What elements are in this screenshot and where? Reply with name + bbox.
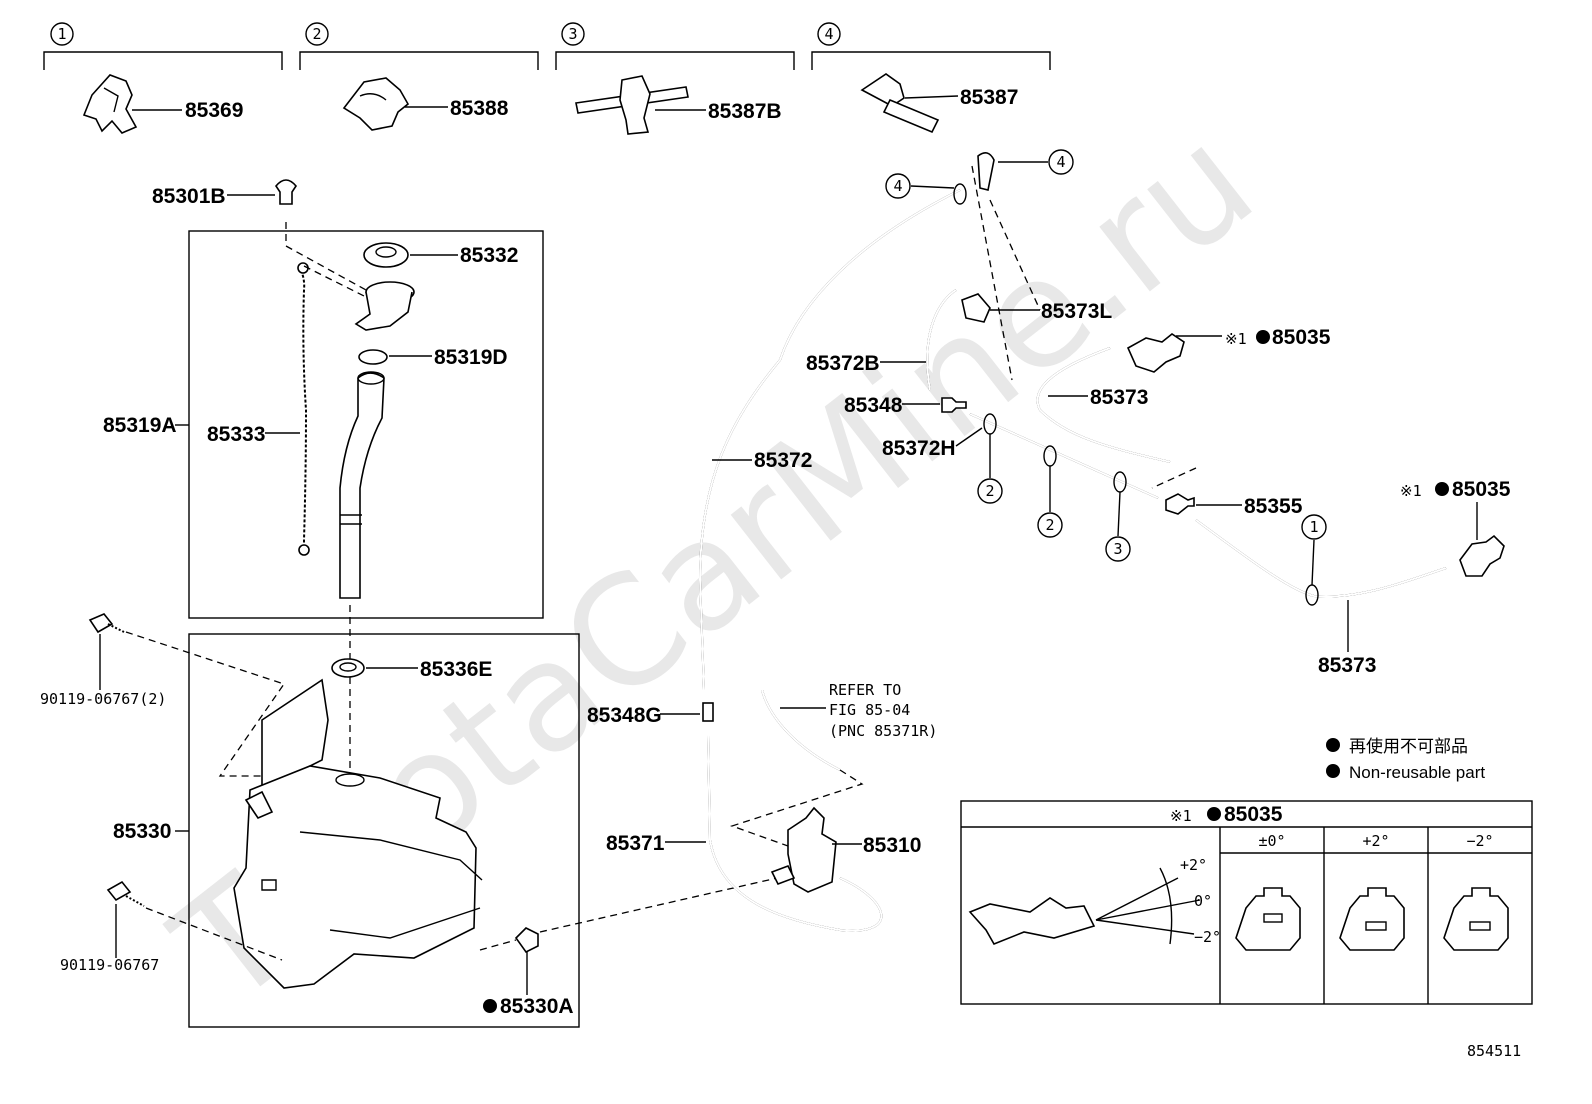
part-label-85301B: 85301B xyxy=(152,185,226,208)
legend-en: Non-reusable part xyxy=(1349,763,1485,782)
part-label-85388: 85388 xyxy=(450,97,509,120)
hose-85373-lower: 1 85373 xyxy=(1195,514,1447,677)
section-header-2: 2 xyxy=(299,22,539,70)
hose-85372: 85372 xyxy=(698,189,961,691)
joint-85348: 85348 xyxy=(844,394,967,417)
part-label-85035-lower: 85035 xyxy=(1452,478,1511,501)
part-label-85373L: 85373L xyxy=(1041,300,1112,323)
part-label-85372B: 85372B xyxy=(806,352,880,375)
joint-85348G: 85348G xyxy=(587,702,714,727)
clip-number: 2 xyxy=(985,482,994,500)
grommet-85330A: 85330A xyxy=(479,875,787,1018)
nozzle-view-plus2 xyxy=(1339,887,1405,951)
clip-number: 4 xyxy=(1056,153,1065,171)
bolt-90119-06767: 90119-06767 xyxy=(60,880,283,974)
grommet-85336E: 85336E xyxy=(331,658,492,681)
figure-id: 854511 xyxy=(1467,1042,1521,1060)
part-label-85330: 85330 xyxy=(113,820,171,843)
refer-text-2: FIG 85-04 xyxy=(829,701,910,719)
part-label-85355: 85355 xyxy=(1244,495,1303,518)
clip-85387B: 85387B xyxy=(575,75,782,135)
clip-85369: 85369 xyxy=(82,74,243,134)
inset-title: 85035 xyxy=(1224,803,1283,826)
part-label-85372: 85372 xyxy=(754,449,812,472)
neck-head xyxy=(354,281,415,331)
hose-85373-upper: 85373 xyxy=(1036,347,1197,489)
seal-85319D: 85319D xyxy=(358,346,508,369)
nozzle-85035-upper: ※1 85035 xyxy=(1126,326,1331,373)
section-header-4: 4 xyxy=(811,22,1051,70)
section-header-3: 3 xyxy=(555,22,795,70)
part-label-85348G: 85348G xyxy=(587,704,662,727)
part-label-85319D: 85319D xyxy=(434,346,508,369)
inset-col-0: ±0° xyxy=(1258,832,1285,850)
cap-85332: 85332 xyxy=(363,242,518,268)
clip-85388: 85388 xyxy=(342,77,509,131)
legend: 再使用不可部品 Non-reusable part xyxy=(1326,736,1485,782)
part-label-85333: 85333 xyxy=(207,423,265,446)
hose-clip-4: 4 4 xyxy=(885,149,1074,381)
part-label-85330A: 85330A xyxy=(500,995,574,1018)
hose-85372H: 85372H 2 2 3 xyxy=(882,413,1159,562)
nozzle-view-0 xyxy=(1235,887,1301,951)
section-header-1: 1 xyxy=(43,22,283,70)
section-number: 2 xyxy=(312,25,321,43)
legend-jp: 再使用不可部品 xyxy=(1349,736,1468,756)
part-label-85310: 85310 xyxy=(863,834,921,857)
nozzle-view-minus2 xyxy=(1443,887,1509,951)
pump-85310: 85310 xyxy=(770,806,921,893)
part-label-85373-lower: 85373 xyxy=(1318,654,1376,677)
clip-number: 3 xyxy=(1113,540,1122,558)
washer-tank-85330: 85330 xyxy=(113,678,483,989)
joint-85355: 85355 xyxy=(1165,493,1303,518)
part-label-bolt-1: 90119-06767(2) xyxy=(40,690,166,708)
nozzle-angle-inset: ※1 85035 ±0° +2° −2° +2° 0° −2° xyxy=(960,800,1533,1005)
section-number: 4 xyxy=(824,25,833,43)
section-number: 3 xyxy=(568,25,577,43)
part-label-85319A: 85319A xyxy=(103,414,177,437)
part-label-85387B: 85387B xyxy=(708,100,782,123)
note-mark: ※1 xyxy=(1170,807,1192,825)
inset-col-plus2: +2° xyxy=(1362,832,1389,850)
strap-85333: 85333 xyxy=(207,262,365,556)
part-label-85369: 85369 xyxy=(185,99,243,122)
joint-85373L: 85373L xyxy=(961,293,1112,323)
clip-number: 2 xyxy=(1045,516,1054,534)
angle-plus2: +2° xyxy=(1180,856,1207,874)
clip-85301B: 85301B xyxy=(152,179,367,291)
hose-85371: 85371 xyxy=(606,734,883,932)
clip-85387: 85387 xyxy=(860,73,1018,134)
filler-pipe-85319A: 85319A xyxy=(103,371,385,599)
note-mark: ※1 xyxy=(1400,482,1422,500)
clip-number: 4 xyxy=(893,177,902,195)
hose-refer: REFER TO FIG 85-04 (PNC 85371R) xyxy=(729,652,937,847)
nozzle-85035-lower: ※1 85035 xyxy=(1400,478,1511,577)
part-label-85035-upper: 85035 xyxy=(1272,326,1331,349)
part-label-85348: 85348 xyxy=(844,394,903,417)
hose-85372B: 85372B xyxy=(806,289,957,391)
part-label-85373-upper: 85373 xyxy=(1090,386,1148,409)
part-label-85371: 85371 xyxy=(606,832,665,855)
refer-text-1: REFER TO xyxy=(829,681,901,699)
part-label-85387: 85387 xyxy=(960,86,1018,109)
part-label-bolt-2: 90119-06767 xyxy=(60,956,159,974)
part-label-85372H: 85372H xyxy=(882,437,956,460)
part-label-85332: 85332 xyxy=(460,244,518,267)
bolt-90119-06767-2: 90119-06767(2) xyxy=(40,613,286,777)
section-number: 1 xyxy=(57,25,66,43)
refer-text-3: (PNC 85371R) xyxy=(829,722,937,740)
inset-col-minus2: −2° xyxy=(1466,832,1493,850)
angle-0: 0° xyxy=(1194,892,1212,910)
clip-number: 1 xyxy=(1309,518,1318,536)
angle-minus2: −2° xyxy=(1194,928,1221,946)
part-label-85336E: 85336E xyxy=(420,658,492,681)
note-mark: ※1 xyxy=(1225,330,1247,348)
